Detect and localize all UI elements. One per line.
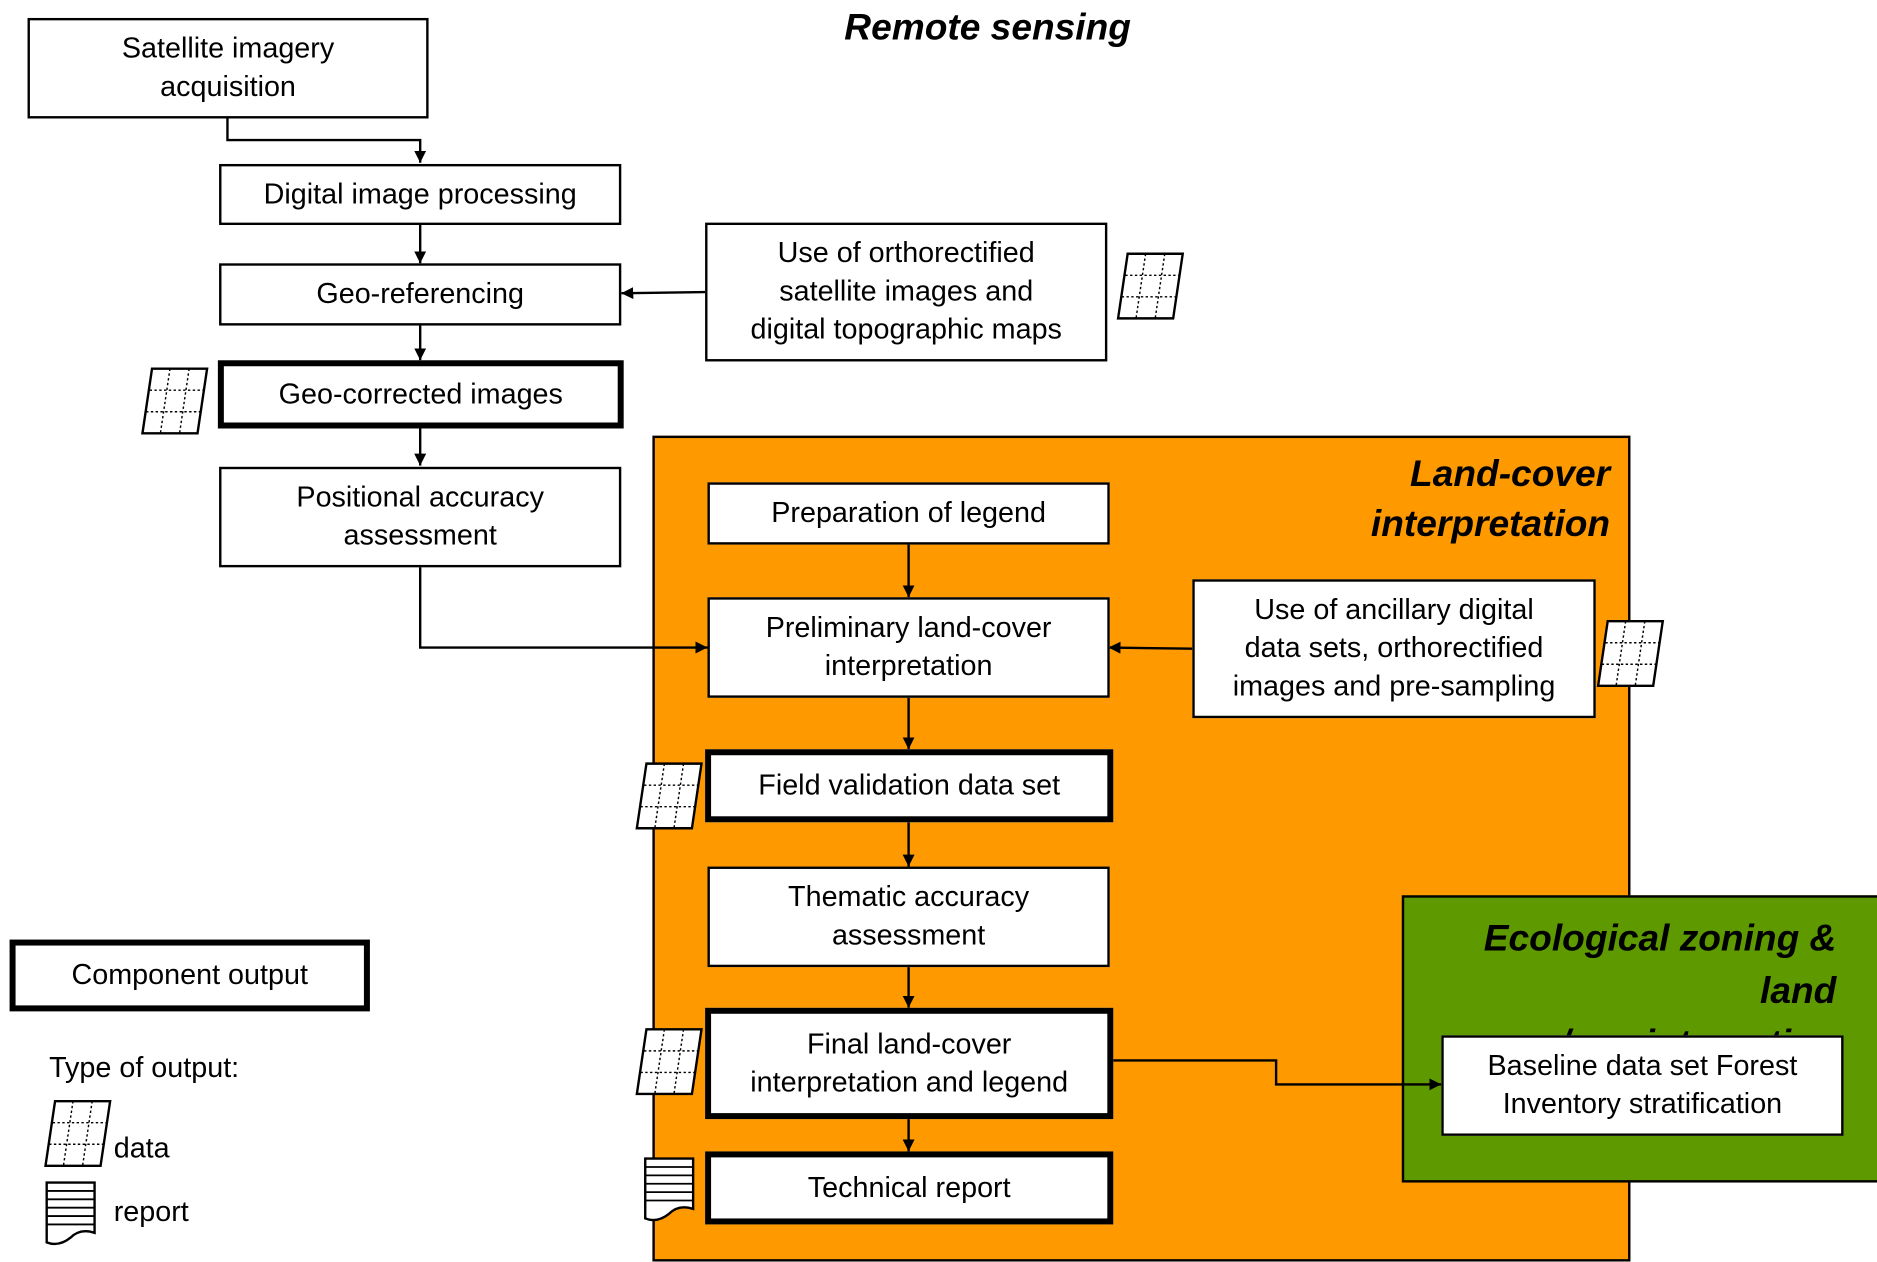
land-cover-title: Land-cover interpretation (1370, 452, 1611, 545)
arrow-ancillary-to-preliminary (1108, 641, 1193, 654)
data-grid-icon (635, 1028, 703, 1096)
satellite-acquisition-box: Satellite imagery acquisition (27, 17, 429, 119)
arrow-final-to-baseline (1112, 1059, 1442, 1091)
legend-data-label: data (113, 1132, 170, 1165)
digital-processing-box: Digital image processing (219, 163, 622, 226)
report-document-icon (45, 1181, 96, 1246)
preparation-legend-label: Preparation of legend (771, 496, 1046, 530)
report-document-icon (644, 1157, 695, 1222)
remote-sensing-title: Remote sensing (844, 5, 1131, 48)
preparation-legend-box: Preparation of legend (707, 482, 1110, 545)
baseline-dataset-label: Baseline data set Forest Inventory strat… (1487, 1049, 1798, 1121)
ancillary-use-box: Use of ancillary digital data sets, orth… (1192, 579, 1596, 719)
satellite-acquisition-label: Satellite imagery acquisition (121, 32, 335, 103)
arrow-acquisition-to-processing (226, 117, 427, 163)
positional-accuracy-box: Positional accuracy assessment (219, 466, 622, 568)
positional-accuracy-label: Positional accuracy assessment (296, 481, 544, 552)
technical-report-label: Technical report (807, 1171, 1011, 1204)
geo-corrected-label: Geo-corrected images (278, 377, 563, 410)
field-validation-box: Field validation data set (705, 749, 1114, 823)
preliminary-interpretation-box: Preliminary land-cover interpretation (707, 597, 1110, 698)
thematic-accuracy-label: Thematic accuracy assessment (788, 880, 1030, 952)
digital-processing-label: Digital image processing (263, 177, 577, 211)
geo-corrected-box: Geo-corrected images (217, 360, 624, 429)
final-interpretation-label: Final land-cover interpretation and lege… (750, 1027, 1069, 1099)
field-validation-label: Field validation data set (758, 769, 1061, 802)
thematic-accuracy-box: Thematic accuracy assessment (707, 866, 1110, 968)
arrow-positional-to-preliminary (418, 566, 708, 654)
data-grid-icon (44, 1099, 112, 1167)
geo-referencing-box: Geo-referencing (219, 263, 622, 326)
geo-referencing-label: Geo-referencing (316, 277, 524, 310)
legend-component-output-box: Component output (9, 939, 370, 1012)
arrow-orthorectified-to-georeferencing (621, 287, 706, 300)
data-grid-icon (1116, 252, 1185, 320)
baseline-dataset-box: Baseline data set Forest Inventory strat… (1441, 1035, 1844, 1136)
technical-report-box: Technical report (705, 1151, 1114, 1225)
legend-report-label: report (113, 1195, 189, 1229)
preliminary-interpretation-label: Preliminary land-cover interpretation (765, 611, 1052, 683)
final-interpretation-box: Final land-cover interpretation and lege… (705, 1007, 1114, 1120)
orthorectified-use-box: Use of orthorectified satellite images a… (705, 222, 1108, 362)
data-grid-icon (635, 762, 703, 830)
orthorectified-use-label: Use of orthorectified satellite images a… (750, 236, 1062, 346)
legend-component-output-label: Component output (71, 958, 308, 992)
legend-type-of-output: Type of output: (49, 1052, 240, 1085)
data-grid-icon (1596, 619, 1665, 688)
data-grid-icon (141, 367, 209, 435)
ancillary-use-label: Use of ancillary digital data sets, orth… (1232, 593, 1556, 703)
